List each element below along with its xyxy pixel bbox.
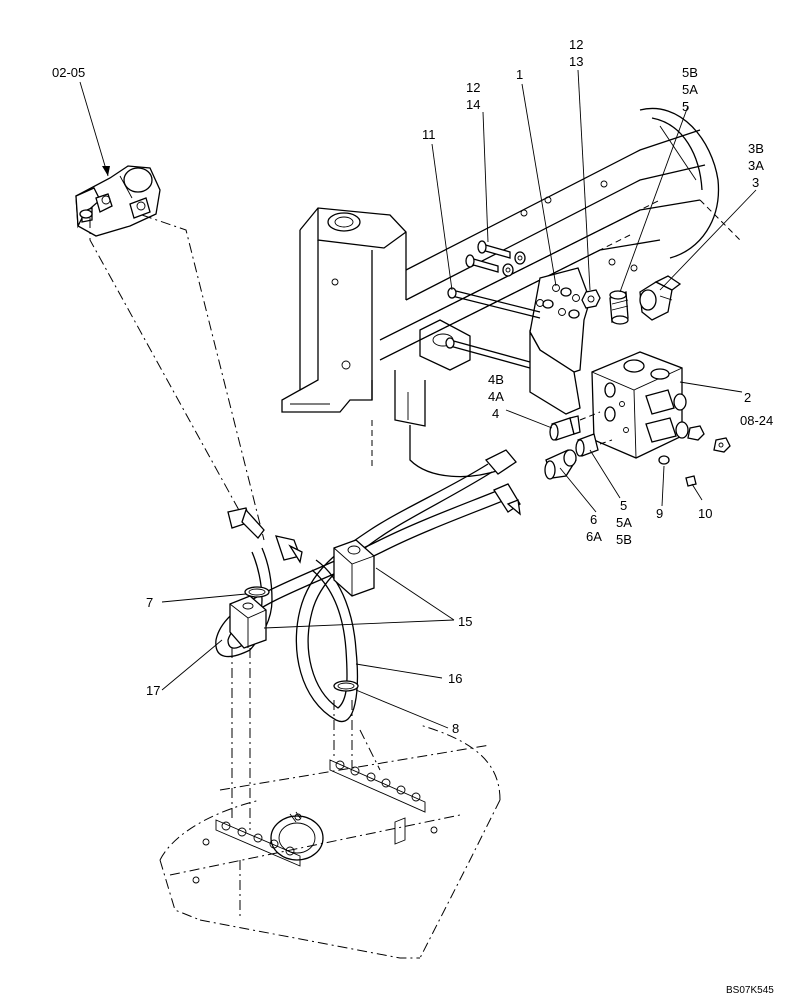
valve-centerline-a	[579, 411, 601, 421]
adapter-fitting-5	[575, 433, 599, 457]
callout-text: 6	[590, 512, 597, 527]
callout-text: 7	[146, 595, 153, 610]
valve-centerline-b	[599, 439, 613, 445]
callout-text: 1	[516, 67, 523, 82]
callout-text: 5	[620, 498, 627, 513]
callout-text: 10	[698, 506, 712, 521]
callout-15: 15	[458, 614, 472, 629]
callout-2-08-24: 2 08-24	[740, 390, 773, 428]
adapter-fitting-4	[549, 415, 581, 441]
callout-02-05: 02-05	[52, 65, 85, 80]
drawing-reference-code: BS07K545	[726, 985, 774, 996]
pump-pressure-centerline	[141, 214, 265, 541]
bolt-and-washer-set	[465, 240, 526, 277]
callout-12-14: 12 14	[466, 80, 480, 112]
elbow-fitting-6	[544, 449, 577, 480]
callout-3b-3a-3: 3B 3A 3	[748, 141, 764, 190]
floor-cover-plate	[270, 811, 324, 861]
callout-text: 6A	[586, 529, 602, 544]
hose-clamp-lower	[229, 595, 267, 649]
callout-5-5a-5b-bottom: 5 5A 5B	[616, 498, 632, 547]
valve-block	[591, 351, 700, 459]
callout-text: 3	[752, 175, 759, 190]
callout-text: 5B	[682, 65, 698, 80]
callout-text: 5A	[616, 515, 632, 530]
ring-clamp-8	[333, 680, 359, 692]
chassis-floor	[159, 724, 501, 959]
callout-1: 1	[516, 67, 523, 82]
callout-text: 4B	[488, 372, 504, 387]
callout-text: 5A	[682, 82, 698, 97]
leader-lines	[79, 69, 757, 729]
floor-bolt-row-right	[329, 759, 426, 813]
callout-8: 8	[452, 721, 459, 736]
callout-text: 5B	[616, 532, 632, 547]
callout-text: 08-24	[740, 413, 773, 428]
ring-clamp-7	[244, 586, 270, 598]
callout-6-6a: 6 6A	[586, 512, 602, 544]
callout-text: 5	[682, 99, 689, 114]
callout-text: 14	[466, 97, 480, 112]
callout-text: 11	[422, 127, 436, 142]
callout-text: 02-05	[52, 65, 85, 80]
callout-10: 10	[698, 506, 712, 521]
hose-16	[295, 463, 493, 723]
lock-nut	[581, 289, 601, 309]
callout-text: 9	[656, 506, 663, 521]
callout-text: 13	[569, 54, 583, 69]
callout-9: 9	[656, 506, 663, 521]
callout-text: 2	[744, 390, 751, 405]
callout-text: 3A	[748, 158, 764, 173]
callout-text: 15	[458, 614, 472, 629]
callout-text: 8	[452, 721, 459, 736]
hose-fitting-ends	[227, 449, 521, 564]
callout-text: 4A	[488, 389, 504, 404]
callout-text: 12	[466, 80, 480, 95]
callout-5b-5a-5-top: 5B 5A 5	[682, 65, 698, 114]
callout-4b-4a-4: 4B 4A 4	[488, 372, 504, 421]
hose-clamp-upper	[333, 539, 375, 597]
mounting-plate	[529, 267, 591, 415]
callout-text: 12	[569, 37, 583, 52]
callout-text: 3B	[748, 141, 764, 156]
small-hardware	[658, 425, 731, 487]
elbow-fitting	[639, 275, 682, 321]
callout-text: 17	[146, 683, 160, 698]
callout-17: 17	[146, 683, 160, 698]
callout-16: 16	[448, 671, 462, 686]
chassis-frame	[281, 107, 741, 478]
callout-7: 7	[146, 595, 153, 610]
callout-12-13: 12 13	[569, 37, 583, 69]
callout-11: 11	[422, 127, 436, 142]
long-mounting-bolts	[445, 287, 541, 369]
callout-text: 4	[492, 406, 499, 421]
hydraulic-pump	[75, 165, 161, 237]
pump-suction-centerline	[89, 218, 241, 513]
adapter-fitting-top	[609, 290, 629, 325]
callout-text: 16	[448, 671, 462, 686]
